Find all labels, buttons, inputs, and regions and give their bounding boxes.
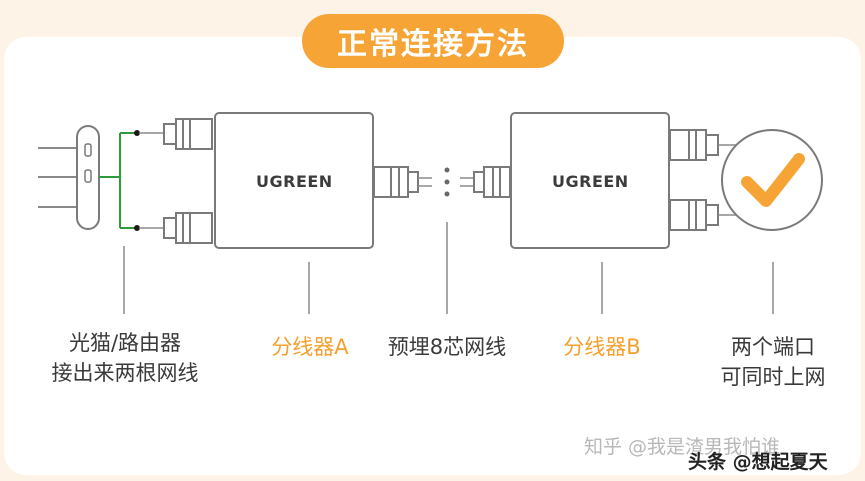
result-label-line2: 可同时上网: [720, 365, 826, 389]
wire-end-dot-bottom: [134, 225, 140, 231]
splitter-a-label: 分线器A: [271, 335, 349, 359]
leader-lines: [123, 222, 774, 314]
result-label-line1: 两个端口: [731, 335, 815, 359]
splitter-b-box: [510, 112, 670, 249]
diagram-card: [4, 37, 861, 475]
plug-port-2: [84, 169, 92, 183]
source-label-line2: 接出来两根网线: [51, 361, 199, 385]
splitter-b-label: 分线器B: [563, 335, 641, 359]
check-circle-icon: [721, 129, 823, 231]
splitter-a-brand: UGREEN: [256, 172, 333, 191]
cable-b-stub: [460, 177, 474, 187]
result-label: 两个端口 可同时上网: [700, 332, 846, 392]
source-wires: [38, 147, 78, 208]
source-label-line1: 光猫/路由器: [68, 331, 182, 355]
connector-b-in: [473, 166, 511, 198]
connector-a-out: [373, 166, 419, 198]
toutiao-source: 头条 @想起夏天: [688, 451, 828, 473]
splitter-b-brand: UGREEN: [552, 172, 629, 191]
zhihu-watermark: 知乎 @我是渣男我怕谁: [584, 436, 781, 458]
connector-b-top: [669, 129, 719, 161]
connector-a-bottom: [163, 212, 213, 244]
buried-cable-dots: [444, 167, 450, 197]
source-label: 光猫/路由器 接出来两根网线: [40, 328, 210, 388]
title-banner: 正常连接方法: [302, 14, 564, 68]
connector-b-bottom: [669, 199, 719, 231]
cable-a-stub: [418, 177, 432, 187]
wire-end-dot-top: [134, 130, 140, 136]
cable-label: 预埋8芯网线: [387, 335, 507, 359]
green-wires: [99, 132, 137, 229]
plug-port-1: [84, 143, 92, 157]
connector-a-top: [163, 118, 213, 150]
